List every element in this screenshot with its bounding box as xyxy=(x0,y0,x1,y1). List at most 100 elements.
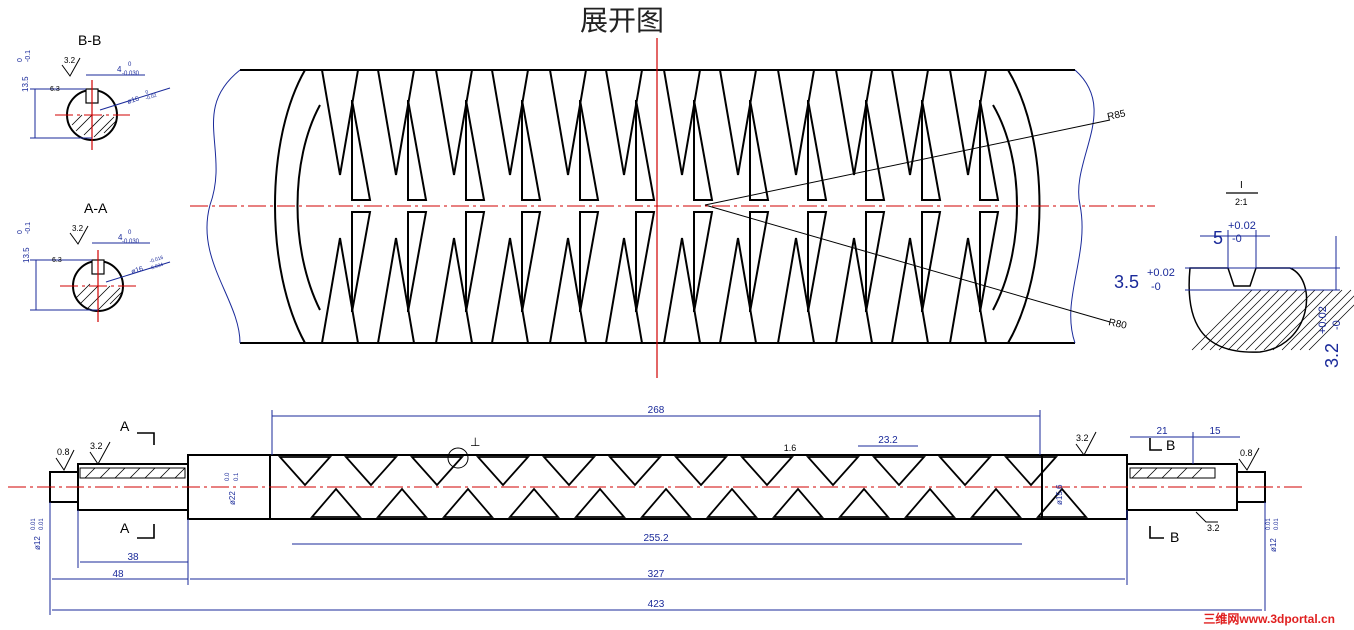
detail-depth-right-tol-top: +0.02 xyxy=(1317,306,1329,334)
shaft-groove-bottom-0 xyxy=(310,487,362,518)
groove-top-1 xyxy=(376,69,416,176)
groove-bottom-6 xyxy=(662,237,702,344)
shaft-view: A A B B 268 255.2 327 423 48 38 21 15 23… xyxy=(8,405,1305,615)
shaft-groove-bottom-2 xyxy=(442,487,494,518)
groove-mid-1 xyxy=(407,99,428,313)
groove-bottom-1 xyxy=(376,237,416,344)
groove-bottom-7 xyxy=(718,237,758,344)
shaft-groove-top-6 xyxy=(673,456,729,487)
shaft-groove-top-8 xyxy=(805,456,861,487)
bb-roughness2: 6.3 xyxy=(50,86,60,93)
radius-top-label: R85 xyxy=(1106,108,1127,123)
groove-top-11 xyxy=(948,69,988,176)
groove-mid-2 xyxy=(465,99,486,313)
detail-depth-left: 3.5 xyxy=(1114,272,1139,292)
groove-mid-0 xyxy=(351,99,372,313)
detail-width-tol-bot: -0 xyxy=(1232,233,1242,245)
aa-roughness2: 6.3 xyxy=(52,257,62,264)
groove-mid-8 xyxy=(807,99,828,313)
watermark: 三维网www.3dportal.cn xyxy=(1203,611,1335,626)
shaft-groove-top-3 xyxy=(475,456,531,487)
detail-view: I 2:1 5 +0.02 -0 3.5 +0.02 -0 3.2 +0.02 … xyxy=(1114,180,1354,368)
section-b-bottom: B xyxy=(1170,529,1179,545)
groove-mid-3 xyxy=(521,99,542,313)
groove-bottom-3 xyxy=(490,237,530,344)
detail-hatch xyxy=(1191,289,1354,351)
dim-21: 21 xyxy=(1156,426,1168,437)
shaft-groove-bottom-4 xyxy=(574,487,626,518)
dim-12-left-tol-top: 0.01 xyxy=(31,518,37,530)
section-a-bottom: A xyxy=(120,520,130,536)
groove-bottom-8 xyxy=(776,237,816,344)
shaft-groove-bottom-7 xyxy=(772,487,824,518)
detail-depth-right: 3.2 xyxy=(1322,343,1342,368)
shaft-groove-bottom-10 xyxy=(970,487,1022,518)
shaft-groove-bottom-1 xyxy=(376,487,428,518)
dim-38: 38 xyxy=(127,552,139,563)
bb-key: 4 xyxy=(117,65,122,74)
shaft-groove-bottom-6 xyxy=(706,487,758,518)
dim-48: 48 xyxy=(112,569,124,580)
dim-12-left-tol-bot: 0.01 xyxy=(39,518,45,530)
bb-height-tol-bot: -0.1 xyxy=(25,50,32,62)
shaft-groove-bottom-11 xyxy=(1036,487,1088,518)
bb-dia: ø16 xyxy=(126,95,140,105)
groove-top-2 xyxy=(434,69,474,176)
dim-22: ø22 xyxy=(228,491,237,505)
groove-pattern xyxy=(320,69,1000,344)
shaft-groove-top-4 xyxy=(541,456,597,487)
groove-top-4 xyxy=(548,69,588,176)
shaft-groove-top-5 xyxy=(607,456,663,487)
dim-22-tol-top: 0.0 xyxy=(225,472,231,481)
dim-12-left: ø12 xyxy=(33,536,42,550)
groove-bottom-5 xyxy=(604,237,644,344)
aa-roughness: 3.2 xyxy=(72,224,84,233)
rough-32-mid: 3.2 xyxy=(1076,433,1089,443)
rough-32-right-bottom: 3.2 xyxy=(1207,523,1220,533)
groove-mid-7 xyxy=(749,99,770,313)
rough-32-left: 3.2 xyxy=(90,441,103,451)
section-bb-label: B-B xyxy=(78,32,101,48)
shaft-groove-bottom-8 xyxy=(838,487,890,518)
dim-1-6: 1.6 xyxy=(784,443,797,453)
aa-height-tol-top: 0 xyxy=(17,230,24,234)
section-bb: B-B 13.5 0 -0.1 3.2 4 0 -0.030 6.3 ø16 0… xyxy=(17,32,171,150)
dim-255: 255.2 xyxy=(643,533,668,544)
detail-scale-top: I xyxy=(1240,180,1243,191)
dim-327: 327 xyxy=(648,569,665,580)
dim-15: 15 xyxy=(1209,426,1221,437)
groove-top-10 xyxy=(890,69,930,176)
detail-width: 5 xyxy=(1213,228,1223,248)
groove-top-5 xyxy=(604,69,644,176)
detail-depth-right-tol-bot: -0 xyxy=(1331,320,1343,330)
dim-12-right: ø12 xyxy=(1269,538,1278,552)
groove-top-7 xyxy=(718,69,758,176)
groove-mid-5 xyxy=(635,99,656,313)
section-aa-label: A-A xyxy=(84,200,108,216)
drawing-title: 展开图 xyxy=(580,4,664,37)
bb-dia-tol-bot: -0.02 xyxy=(145,93,158,102)
detail-depth-left-tol-top: +0.02 xyxy=(1147,267,1175,279)
groove-bottom-4 xyxy=(548,237,588,344)
dim-12-right-tol-top: 0.01 xyxy=(1266,518,1272,530)
section-aa: A-A 13.5 0 -0.1 3.2 4 0 -0.030 6.3 ø16 -… xyxy=(17,200,171,322)
section-b-top: B xyxy=(1166,437,1175,453)
groove-mid-9 xyxy=(865,99,886,313)
groove-top-0 xyxy=(320,69,360,176)
bb-height-tol-top: 0 xyxy=(17,58,24,62)
groove-mid-4 xyxy=(579,99,600,313)
aa-height: 13.5 xyxy=(22,247,31,263)
groove-top-6 xyxy=(662,69,702,176)
bb-height: 13.5 xyxy=(21,76,30,92)
groove-mid-6 xyxy=(693,99,714,313)
shaft-groove-top-7 xyxy=(739,456,795,487)
groove-bottom-0 xyxy=(320,237,360,344)
groove-mid-11 xyxy=(979,99,1000,313)
rough-08-left: 0.8 xyxy=(57,447,70,457)
dim-22-tol-bot: 0.1 xyxy=(234,472,240,481)
shaft-groove-bottom-3 xyxy=(508,487,560,518)
rough-08-right: 0.8 xyxy=(1240,448,1253,458)
section-a-top: A xyxy=(120,418,130,434)
dim-12-right-tol-bot: 0.01 xyxy=(1274,518,1280,530)
